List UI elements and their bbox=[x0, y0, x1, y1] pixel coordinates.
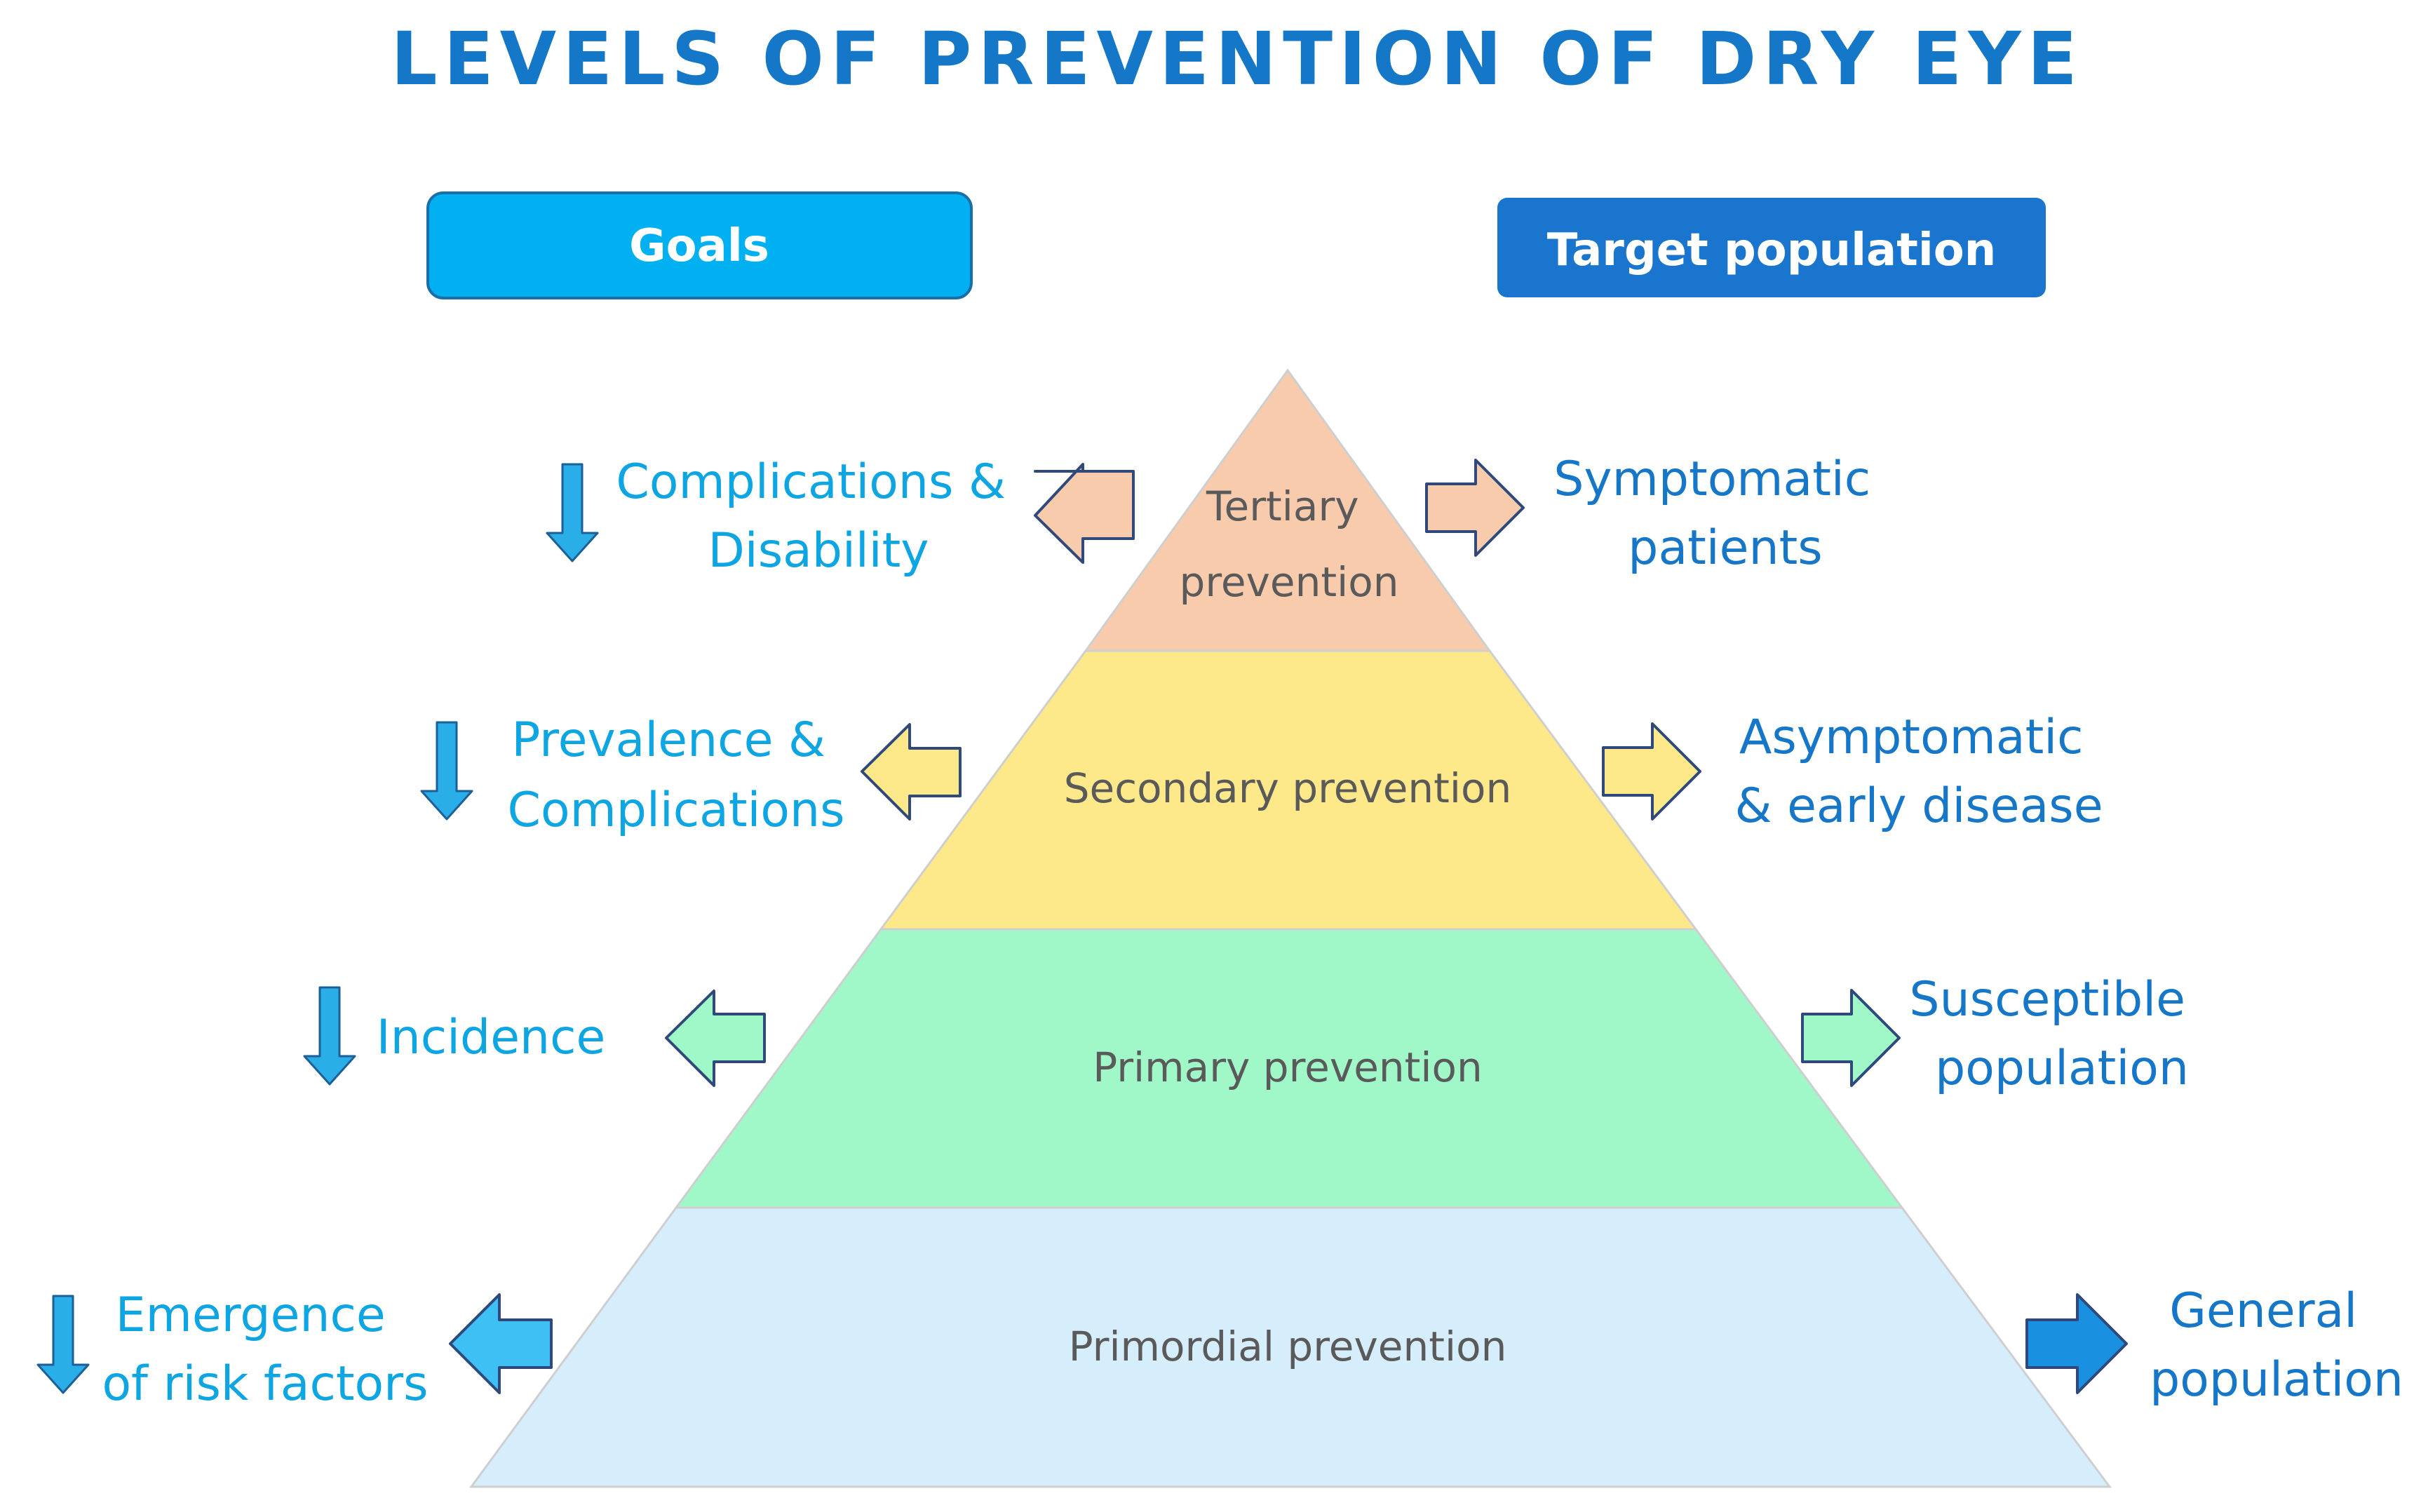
primary-target-text: Susceptible population bbox=[1909, 972, 2200, 1096]
tertiary-target-text: Symptomatic patients bbox=[1553, 452, 1886, 576]
primordial-label: Primordial prevention bbox=[1069, 1323, 1507, 1370]
secondary-target-text: Asymptomatic & early disease bbox=[1734, 710, 2103, 834]
secondary-target-line-2: & early disease bbox=[1734, 778, 2103, 834]
tertiary-label-line-1: Tertiary bbox=[1206, 482, 1359, 530]
secondary-target-line-1: Asymptomatic bbox=[1739, 710, 2084, 765]
secondary-goal-line-2: Complications bbox=[507, 783, 844, 838]
primordial-goal-line-2: of risk factors bbox=[102, 1356, 428, 1412]
tertiary-target-line-1: Symptomatic bbox=[1553, 452, 1870, 507]
tertiary-target-line-2: patients bbox=[1628, 520, 1822, 576]
pyramid bbox=[469, 368, 2112, 1488]
diagram-title: LEVELS OF PREVENTION OF DRY EYE bbox=[391, 16, 2083, 102]
target-population-header: Target population bbox=[1497, 198, 2046, 297]
primordial-decrease-arrow-icon bbox=[36, 1295, 90, 1394]
primary-target-line-2: population bbox=[1935, 1041, 2189, 1096]
tertiary-goal-arrow-icon bbox=[1034, 463, 1135, 564]
secondary-goal-line-1: Prevalence & bbox=[511, 713, 825, 768]
secondary-decrease-arrow-icon bbox=[420, 721, 473, 821]
primary-target-arrow-icon bbox=[1801, 989, 1901, 1087]
primary-decrease-arrow-icon bbox=[303, 986, 356, 1086]
tertiary-decrease-arrow-icon bbox=[546, 463, 599, 562]
primordial-target-text: General population bbox=[2150, 1283, 2403, 1408]
tertiary-goal-text: Complications & Disability bbox=[616, 454, 1020, 579]
secondary-goal-arrow-icon bbox=[861, 723, 962, 821]
goals-header: Goals bbox=[426, 191, 973, 299]
primary-goal-arrow-icon bbox=[665, 990, 766, 1087]
primordial-target-line-1: General bbox=[2169, 1283, 2357, 1339]
primary-target-line-1: Susceptible bbox=[1909, 972, 2185, 1027]
primordial-goal-text: Emergence of risk factors bbox=[102, 1288, 428, 1412]
target-population-header-label: Target population bbox=[1547, 224, 1997, 276]
secondary-goal-text: Prevalence & Complications bbox=[507, 713, 844, 838]
tertiary-label-line-2: prevention bbox=[1180, 558, 1399, 606]
tertiary-goal-line-1: Complications & bbox=[616, 454, 1006, 510]
goals-header-label: Goals bbox=[629, 220, 769, 272]
secondary-target-arrow-icon bbox=[1602, 722, 1701, 821]
tertiary-label: Tertiary prevention bbox=[1180, 482, 1399, 606]
secondary-label: Secondary prevention bbox=[1064, 764, 1512, 812]
primordial-target-arrow-icon bbox=[2025, 1293, 2128, 1394]
primary-goal-text: Incidence bbox=[377, 1010, 606, 1065]
primordial-goal-arrow-icon bbox=[449, 1293, 553, 1394]
primordial-band bbox=[469, 1206, 2112, 1488]
tertiary-target-arrow-icon bbox=[1425, 459, 1525, 557]
tertiary-goal-line-2: Disability bbox=[708, 523, 929, 579]
primordial-goal-line-1: Emergence bbox=[116, 1288, 386, 1343]
primary-label: Primary prevention bbox=[1093, 1044, 1483, 1091]
primordial-target-line-2: population bbox=[2150, 1352, 2403, 1408]
